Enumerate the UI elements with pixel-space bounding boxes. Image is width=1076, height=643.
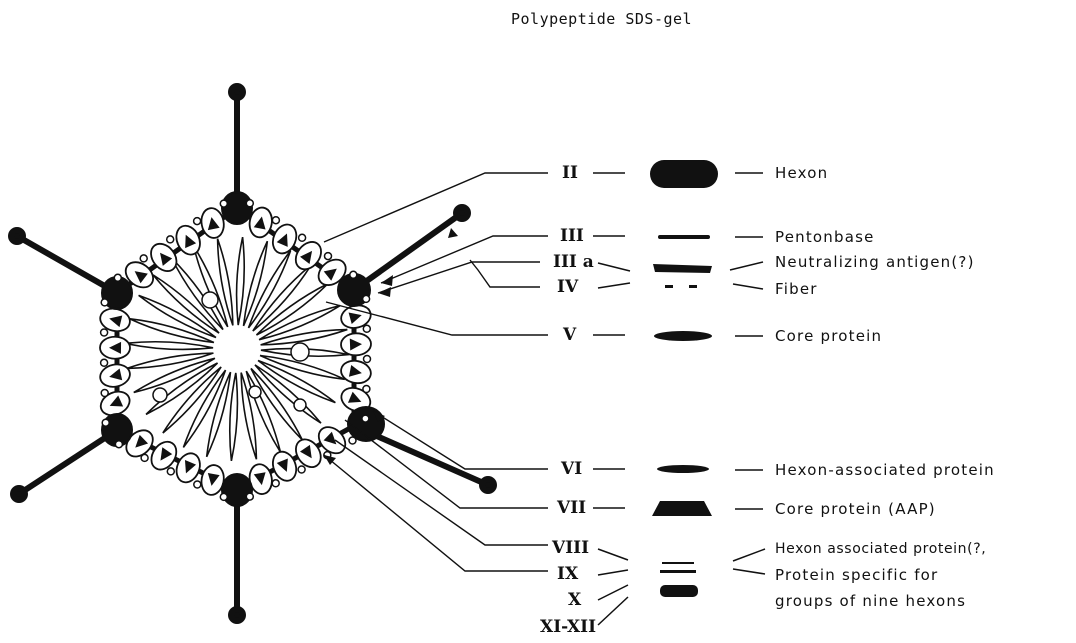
numeral-IX: IX [557,565,578,583]
gel-band-II [650,160,718,188]
core-spoke [125,342,213,350]
numeral-III: III [560,227,584,245]
numeral-V: V [563,326,576,344]
protein-particle [220,493,227,500]
numeral-IV: IV [557,278,578,296]
connector-dashes [593,173,765,625]
protein-particle [194,481,201,488]
hexon [172,450,204,486]
protein-particle [298,466,305,473]
core-spoke [230,373,238,461]
protein-particle [363,295,370,302]
protein-particle [272,480,279,487]
gel-band-V [654,331,712,341]
protein-particle [101,390,108,397]
gel-band-IV-b [689,285,697,288]
protein-particle [167,468,174,475]
protein-name-core-aap: Core protein (AAP) [775,500,936,518]
gel-bands [650,160,718,597]
hexon [100,337,130,359]
protein-particle [141,454,148,461]
protein-particle [220,200,227,207]
numeral-VII: VII [557,499,586,517]
core-spokes [125,237,349,461]
protein-particle [325,253,332,260]
protein-particle [153,388,167,402]
numeral-XI-XII: XI-XII [540,618,596,636]
protein-particle [291,343,309,361]
protein-particle [140,255,147,262]
protein-particle [202,292,218,308]
protein-name-groups: groups of nine hexons [775,592,966,610]
gel-band-X [660,585,698,597]
protein-name-hexon-assoc-q: Hexon associated protein(?, [775,540,986,558]
numeral-X: X [568,591,581,609]
gel-band-VII [652,501,712,516]
protein-particle [249,386,261,398]
fiber-knob [11,230,23,242]
protein-particle [272,217,279,224]
protein-particle [114,274,121,281]
protein-particle [115,441,122,448]
numeral-VIII: VIII [552,539,589,557]
protein-particle [349,437,356,444]
fiber-knob [456,207,468,219]
protein-particle [362,415,369,422]
numeral-IIIa: III a [553,253,594,271]
protein-particle [167,236,174,243]
fiber-knob [13,488,25,500]
fiber-knob [231,86,243,98]
protein-name-hexon-assoc: Hexon-associated protein [775,461,995,479]
protein-particle [101,299,108,306]
protein-particle [363,386,370,393]
numeral-II: II [562,164,578,182]
fiber-knob [231,609,243,621]
gel-band-IV-a [665,285,673,288]
gel-band-VI [657,465,709,473]
gel-band-VIII [662,562,694,564]
core-spoke [237,237,245,325]
numeral-VI: VI [561,460,582,478]
protein-name-core: Core protein [775,327,882,345]
protein-particle [101,329,108,336]
protein-name-hexon: Hexon [775,164,828,182]
fiber-knob [482,479,494,491]
protein-particle [364,356,371,363]
protein-particle [101,359,108,366]
protein-particle [294,399,306,411]
hexon [341,333,372,356]
protein-name-fiber: Fiber [775,280,818,298]
protein-particle [102,419,109,426]
protein-particle [299,234,306,241]
protein-name-pentonbase: Pentonbase [775,228,875,246]
fibers [11,86,494,621]
protein-name-specific: Protein specific for [775,566,938,584]
protein-particle [363,325,370,332]
protein-particle [194,218,201,225]
gel-band-III [658,235,710,239]
protein-particle [246,200,253,207]
protein-particle [246,493,253,500]
gel-band-IX [660,570,696,573]
protein-particle [350,271,357,278]
protein-name-neutralizing: Neutralizing antigen(?) [775,253,975,271]
gel-band-IIIa [653,264,712,273]
